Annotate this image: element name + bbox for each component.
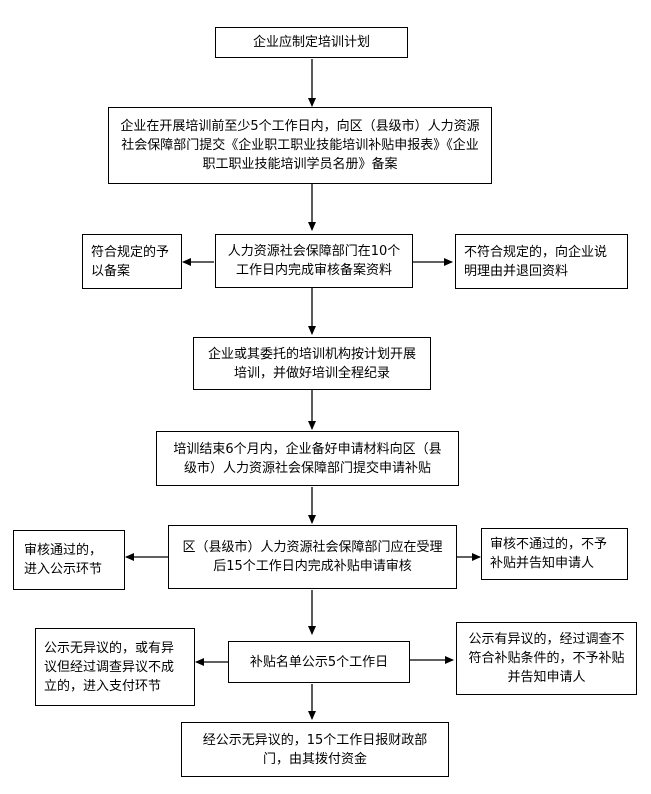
step7-text: 补贴名单公示5个工作日: [249, 654, 389, 670]
step7-yes-text: 公示无异议的，或有异议但经过调查异议不成立的，进入支付环节: [44, 640, 175, 694]
step4-text: 企业或其委托的培训机构按计划开展培训，并做好培训全程纪录: [207, 346, 416, 381]
step6-yes-text: 审核通过的，进入公示环节: [24, 543, 103, 577]
step3-text: 人力资源社会保障部门在10个工作日内完成审核备案资料: [227, 244, 401, 278]
step5-box: 培训结束6个月内，企业备好申请材料向区（县级市）人力资源社会保障部门提交申请补贴: [156, 431, 459, 486]
step7-no-box: 公示有异议的，经过调查不符合补贴条件的，不予补贴并告知申请人: [456, 622, 637, 695]
step1-text: 企业应制定培训计划: [252, 35, 370, 50]
step3-no-box: 不符合规定的，向企业说明理由并退回资料: [455, 234, 628, 289]
step2-text: 企业在开展培训前至少5个工作日内，向区（县级市）人力资源社会保障部门提交《企业职…: [120, 119, 480, 172]
step3-yes-text: 符合规定的予以备案: [91, 244, 170, 279]
step6-no-box: 审核不通过的，不予补贴并告知申请人: [481, 528, 628, 580]
step7-no-text: 公示有异议的，经过调查不符合补贴条件的，不予补贴并告知申请人: [468, 632, 625, 685]
step6-no-text: 审核不通过的，不予补贴并告知申请人: [490, 537, 608, 571]
step6-text: 区（县级市）人力资源社会保障部门应在受理后15个工作日内完成补贴申请审核: [182, 540, 443, 574]
step3-yes-box: 符合规定的予以备案: [82, 234, 182, 289]
step7-box: 补贴名单公示5个工作日: [228, 641, 410, 683]
step8-box: 经公示无异议的，15个工作日报财政部门，由其拨付资金: [181, 722, 449, 777]
step5-text: 培训结束6个月内，企业备好申请材料向区（县级市）人力资源社会保障部门提交申请补贴: [173, 441, 442, 476]
step4-box: 企业或其委托的培训机构按计划开展培训，并做好培训全程纪录: [193, 337, 431, 390]
step1-box: 企业应制定培训计划: [215, 27, 408, 58]
step7-yes-box: 公示无异议的，或有异议但经过调查异议不成立的，进入支付环节: [35, 628, 195, 706]
step8-text: 经公示无异议的，15个工作日报财政部门，由其拨付资金: [202, 732, 428, 767]
step3-box: 人力资源社会保障部门在10个工作日内完成审核备案资料: [215, 234, 413, 288]
step6-box: 区（县级市）人力资源社会保障部门应在受理后15个工作日内完成补贴申请审核: [168, 525, 457, 589]
step3-no-text: 不符合规定的，向企业说明理由并退回资料: [464, 244, 608, 279]
step2-box: 企业在开展培训前至少5个工作日内，向区（县级市）人力资源社会保障部门提交《企业职…: [108, 107, 492, 184]
step6-yes-box: 审核通过的，进入公示环节: [13, 530, 125, 590]
